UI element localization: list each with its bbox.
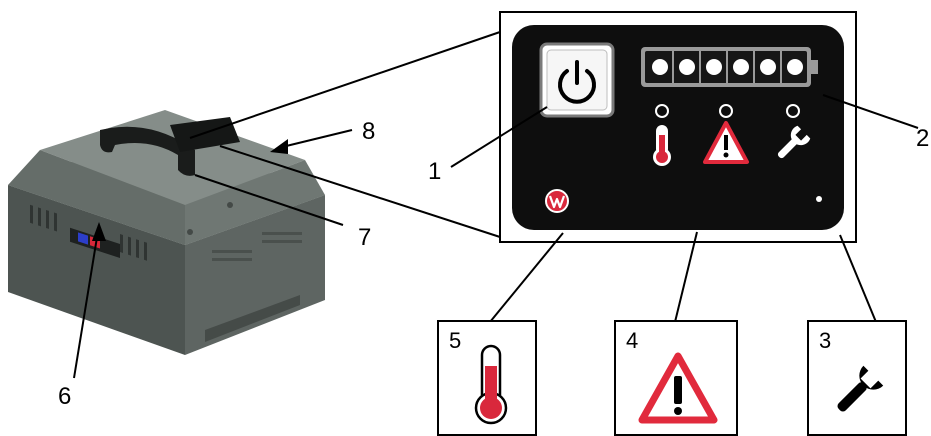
battery-pack: [8, 110, 325, 355]
callout-3: 3: [819, 328, 832, 353]
handle: [100, 126, 195, 176]
arrowhead-6: [92, 222, 106, 241]
callout-2: 2: [916, 125, 930, 152]
panel-warning-icon: [703, 121, 749, 164]
callout-8: 8: [362, 118, 376, 145]
arrowhead-8: [270, 139, 288, 154]
power-button-group: [539, 42, 615, 118]
battery-gauge: [641, 47, 818, 87]
thermometer-icon: [474, 344, 508, 425]
status-dot: [816, 196, 822, 202]
leader-lines: [73, 31, 919, 379]
panel-thermometer-icon: [653, 125, 671, 166]
wrench-icon: [837, 365, 884, 412]
lid-panel-window: [170, 117, 240, 152]
legend-box-warning: 4: [614, 320, 738, 436]
callout-6: 6: [58, 383, 72, 410]
legend-box-wrench: 3: [807, 320, 907, 436]
callout-7: 7: [358, 224, 372, 251]
callout-4: 4: [626, 328, 639, 353]
indicator-leds: [655, 104, 800, 118]
warning-icon: [638, 352, 718, 424]
legend-box-thermometer: 5: [437, 320, 537, 436]
brand-logo-icon: [545, 189, 569, 213]
connector-blue: [78, 232, 88, 245]
callout-5: 5: [449, 328, 462, 353]
panel-wrench-icon: [777, 125, 811, 159]
callout-1: 1: [428, 158, 442, 185]
